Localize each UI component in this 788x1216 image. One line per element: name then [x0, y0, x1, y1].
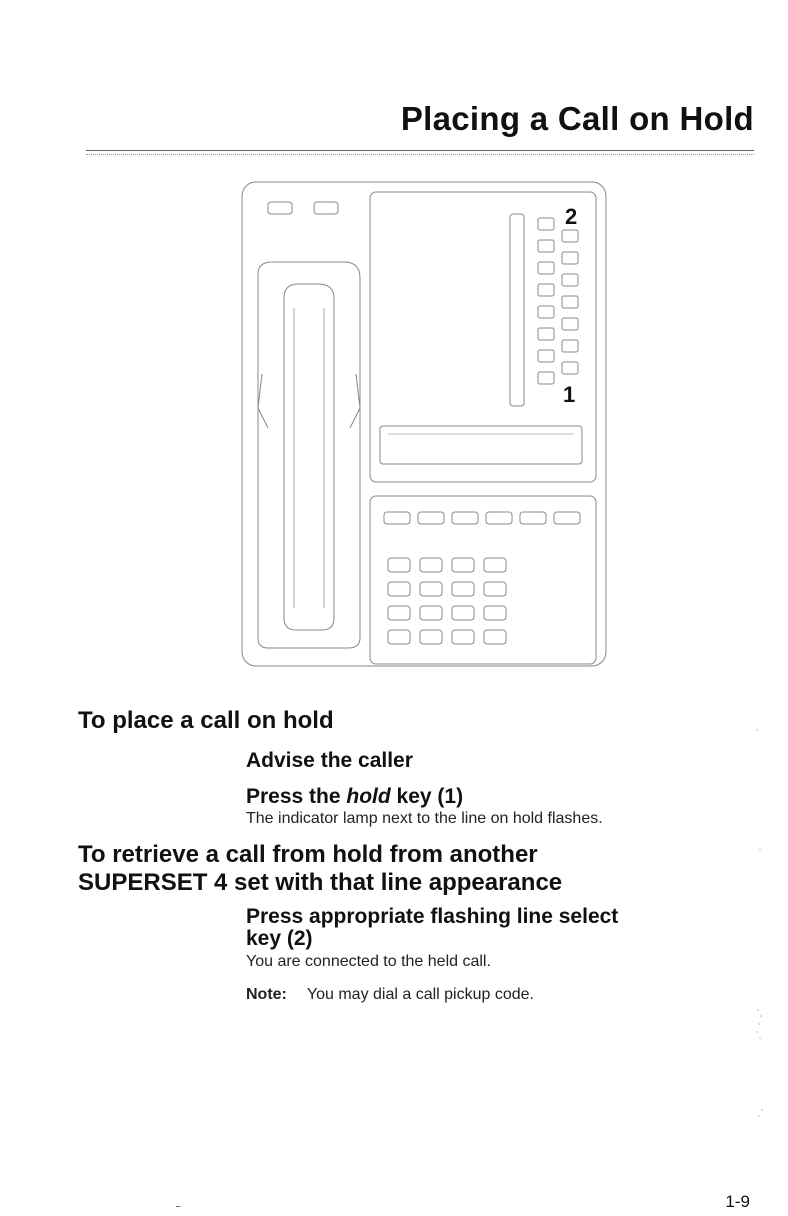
- feature-keys-row: [383, 511, 581, 525]
- callout-line-select-key: 2: [565, 204, 577, 229]
- top-button-right: [313, 201, 339, 215]
- indicator-strip: [509, 213, 525, 407]
- note-text: You may dial a call pickup code.: [306, 986, 534, 1003]
- upper-panel: [369, 191, 597, 483]
- step-press-hold-key: Press the hold key (1): [246, 786, 463, 808]
- section-heading-place-hold: To place a call on hold: [78, 707, 334, 734]
- section-heading-retrieve-line2: SUPERSET 4 set with that line appearance: [78, 869, 563, 896]
- page-number: 1-9: [725, 1192, 750, 1211]
- hold-step-detail: The indicator lamp next to the line on h…: [246, 810, 603, 827]
- step-advise-caller: Advise the caller: [246, 749, 413, 772]
- phone-body-outline: [241, 181, 607, 667]
- callout-hold-key: 1: [563, 382, 575, 407]
- handset: [283, 283, 335, 631]
- line-keys: [537, 217, 579, 385]
- handset-detail: [293, 308, 325, 608]
- display-window: [379, 425, 583, 465]
- note: Note: You may dial a call pickup code.: [246, 985, 534, 1005]
- scan-mark: [176, 1206, 180, 1207]
- step-press-line-select-line1: Press appropriate flashing line select: [246, 905, 619, 928]
- note-label: Note:: [246, 986, 287, 1003]
- phone-diagram-svg: 2 1: [241, 181, 607, 667]
- retrieve-step-detail: You are connected to the held call.: [246, 953, 491, 970]
- title-rule: [86, 150, 754, 155]
- dial-keypad: [387, 557, 507, 645]
- handset-cradle: [257, 261, 361, 649]
- phone-illustration: 2 1: [238, 178, 610, 670]
- top-button-left: [267, 201, 293, 215]
- lower-panel: [369, 495, 597, 665]
- step-press-suffix: key (1): [390, 785, 464, 808]
- scan-specks: [756, 729, 763, 1117]
- section-heading-retrieve-line1: To retrieve a call from hold from anothe…: [78, 841, 538, 868]
- step-press-prefix: Press the: [246, 785, 347, 808]
- page-title: Placing a Call on Hold: [400, 100, 754, 137]
- step-press-line-select-line2: key (2): [246, 927, 313, 950]
- hold-key-name: hold: [346, 785, 391, 808]
- cradle-hooks: [257, 373, 361, 429]
